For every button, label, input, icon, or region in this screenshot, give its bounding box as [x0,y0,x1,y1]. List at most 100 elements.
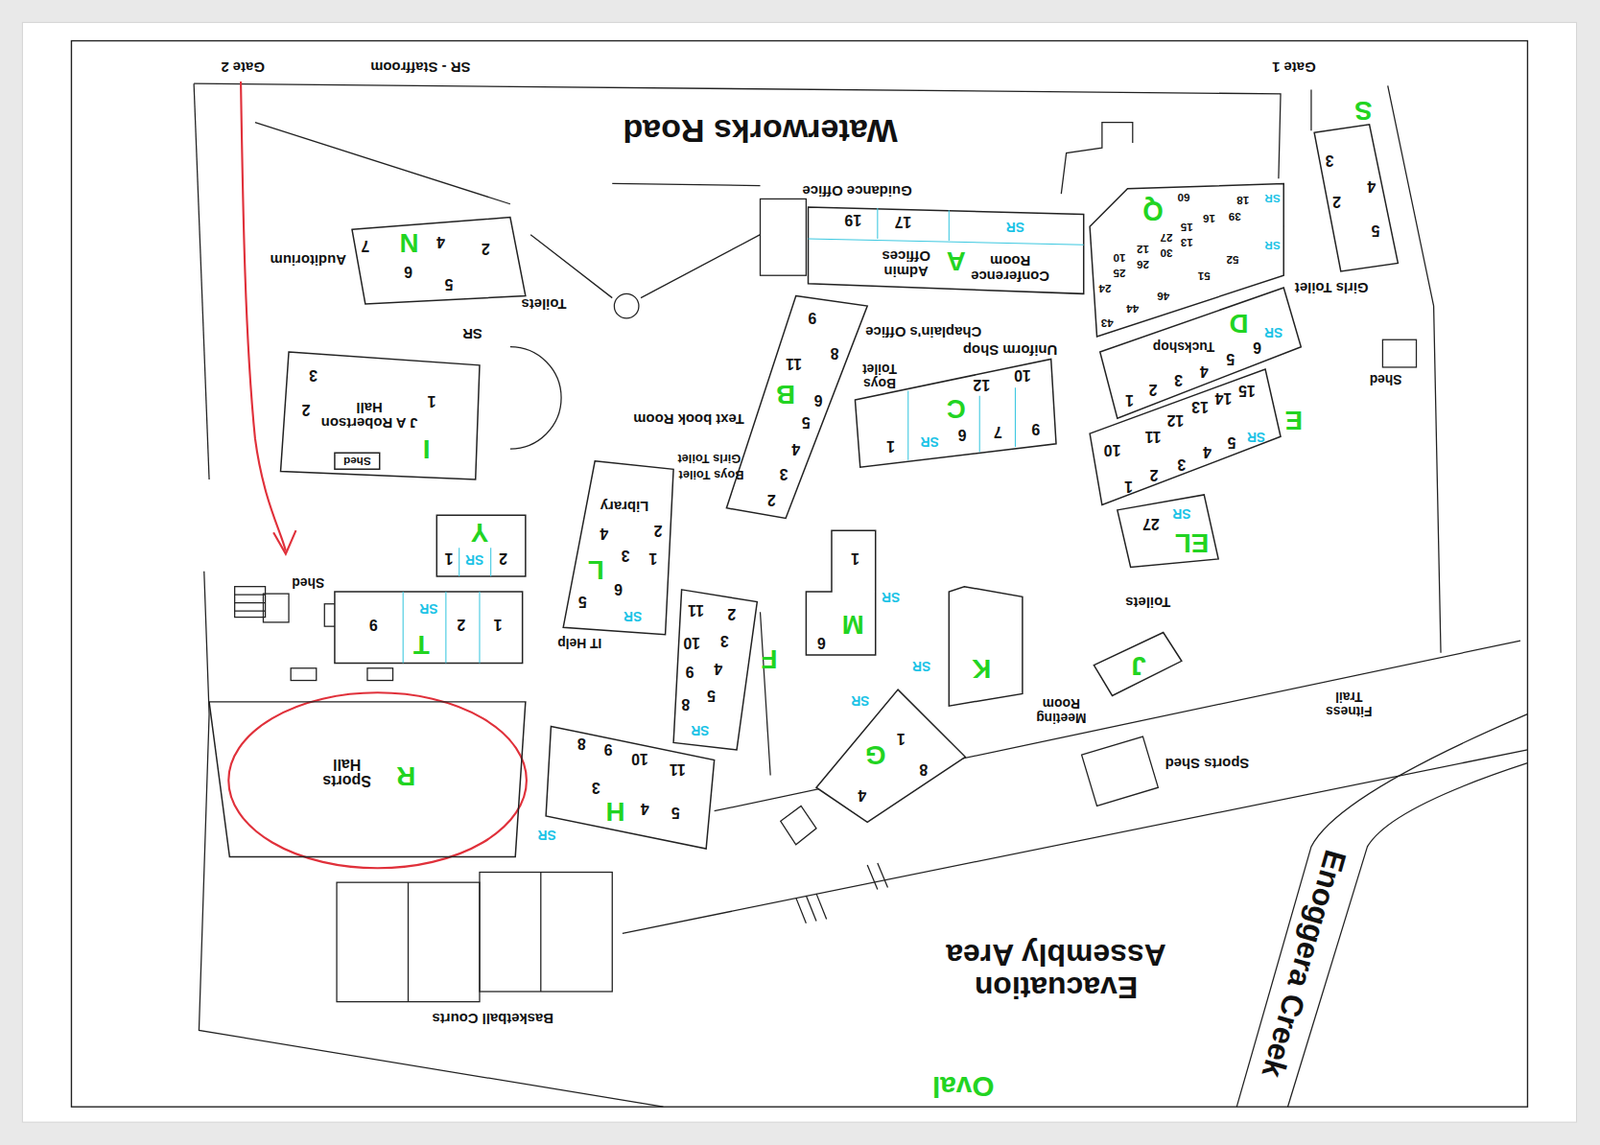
room-number: 8 [918,761,928,778]
room-label: J A Robertson Hall [318,400,421,430]
room-number: 9 [807,310,817,328]
staffroom-mark: SR [1264,191,1280,204]
room-number: 14 [1215,391,1233,408]
room-label: Sports Hall [316,757,378,791]
map-label: Fitness Trail [1320,689,1378,718]
room-number: 1 [1125,392,1134,409]
room-number: 18 [1236,193,1249,206]
staffroom-mark: SR [1264,326,1283,341]
building: N74265 [352,217,526,305]
room-divider [808,238,1084,245]
building-shape [281,352,480,480]
room-number: 10 [1013,367,1032,384]
room-label: Tuckshop [1152,339,1215,354]
room-number: 7 [993,423,1003,441]
room-number: 44 [1126,302,1139,314]
building: 151413121110ESR54321 [1089,369,1281,505]
building-letter: I [423,435,431,464]
room-number: 3 [591,779,601,797]
room-number: 12 [1167,412,1185,429]
building-outline [948,587,1023,706]
room-number: 2 [767,492,777,509]
building-letter: D [1228,309,1248,338]
building-outline [545,726,715,849]
building-letter: N [400,229,420,258]
room-number: 10 [682,635,701,652]
building: Shed [334,452,380,470]
map-label: Chaplain's Office [865,324,982,340]
room-number: 39 [1228,210,1242,222]
room-number: 7 [360,237,370,255]
staffroom-mark: SR [465,552,484,567]
map-label: Sports Shed [1165,755,1250,772]
building: 1719SRAConference RoomAdmin Offices [808,207,1084,294]
room-number: 12 [972,376,990,394]
building-letter: C [946,394,966,423]
room-divider [490,547,492,577]
building-letter: T [413,631,430,659]
building-letter: M [842,611,865,639]
room-number: 25 [1112,266,1126,279]
staffroom-mark: SR [1172,506,1191,521]
room-number: 4 [791,441,800,458]
room-number: 2 [1149,381,1158,399]
room-number: 11 [785,355,802,373]
room-divider [876,208,878,239]
room-number: 6 [1252,339,1262,356]
room-number: 4 [599,525,609,542]
red-annotation [228,81,527,869]
building-shape [436,515,526,577]
room-number: 11 [1145,428,1162,446]
building-shape [545,726,715,849]
building-outline [352,217,526,305]
map-label: Boys Toilet [679,468,745,481]
room-divider [478,591,480,663]
room-number: 4 [857,787,867,804]
building-shape [1117,494,1219,568]
room-number: 4 [713,660,723,678]
building-letter: EL [1175,528,1209,557]
map-label: Toilets [1125,594,1171,611]
building-outline [726,295,868,518]
building: J [1093,633,1181,697]
room-number: 15 [1238,382,1256,400]
room-label: Conference Room [966,253,1053,283]
room-number: 15 [1180,220,1194,233]
map-label: Girls Toilet [1294,280,1369,296]
map-label: Gate 2 [220,59,265,75]
building-shape [1093,633,1181,697]
room-number: 8 [681,696,690,713]
map-frame [70,41,1528,1108]
building: Y2SR1 [436,515,526,577]
room-number: 5 [801,414,811,431]
room-number: 12 [1136,242,1150,255]
room-number: 2 [481,240,491,258]
room-number: 5 [445,276,454,293]
room-number: 1 [494,616,503,634]
room-divider [458,547,460,577]
map-label: Auditorium [270,252,347,268]
building-letter: F [761,645,778,674]
room-number: 1 [445,551,454,568]
room-number: 26 [1136,258,1150,270]
room-number: 6 [613,581,623,598]
building-letter: K [971,654,991,683]
room-number: 16 [1202,212,1216,225]
map-label: Oval [932,1071,995,1102]
staffroom-mark: SR [690,723,709,738]
site-lines [193,83,1528,1107]
building-shape [816,689,965,823]
room-number: 3 [779,466,789,483]
room-number: 5 [1227,434,1237,451]
room-number: 3 [1176,456,1186,473]
room-divider [907,390,909,460]
room-number: 2 [654,522,663,540]
building-letter: Q [1142,197,1164,226]
staffroom-mark: SR [1006,219,1025,235]
building-shape [1089,369,1281,505]
building-shape [334,591,523,663]
building-outline [1314,124,1398,272]
map-label: Shed [1369,372,1403,387]
map-label: SR - Staffroom [370,59,471,75]
